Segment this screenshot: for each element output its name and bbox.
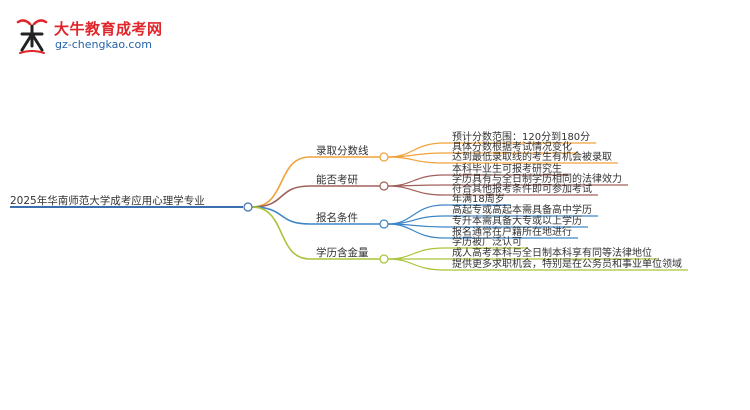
branch-label: 学历含金量 bbox=[316, 246, 369, 259]
brand-url[interactable]: gz-chengkao.com bbox=[55, 38, 152, 51]
leaf-connector bbox=[387, 258, 445, 271]
leaf-connector bbox=[387, 156, 445, 164]
leaf-label: 预计分数范围：120分到180分 bbox=[452, 130, 590, 143]
branch-connector bbox=[251, 206, 311, 260]
leaf-label: 成人高考本科与全日制本科享有同等法律地位 bbox=[452, 246, 652, 259]
mind-map-edges bbox=[10, 142, 688, 271]
leaf-label: 达到最低录取线的考生有机会被录取 bbox=[452, 150, 612, 163]
root-collapse-toggle[interactable] bbox=[243, 202, 253, 212]
branch-connector bbox=[251, 206, 311, 225]
leaf-connector bbox=[387, 152, 445, 158]
leaf-label: 高起专或高起本需具备高中学历 bbox=[452, 203, 592, 216]
leaf-label: 年满18周岁 bbox=[452, 192, 505, 205]
site-logo[interactable]: 大牛教育成考网 gz-chengkao.com bbox=[14, 16, 214, 56]
branch-label: 能否考研 bbox=[316, 173, 358, 186]
leaf-label: 提供更多求职机会，特别是在公务员和事业单位领域 bbox=[452, 257, 682, 270]
branch-label: 报名条件 bbox=[316, 211, 358, 224]
branch-collapse-toggle[interactable] bbox=[379, 254, 389, 264]
branch-collapse-toggle[interactable] bbox=[379, 181, 389, 191]
branch-connector bbox=[251, 185, 311, 208]
branch-label: 录取分数线 bbox=[316, 144, 369, 157]
leaf-connector bbox=[387, 223, 445, 239]
brand-name: 大牛教育成考网 bbox=[54, 20, 163, 38]
leaf-label: 符合其他报考条件即可参加考试 bbox=[452, 182, 592, 195]
leaf-connector bbox=[387, 185, 445, 196]
leaf-label: 学历具有与全日制学历相同的法律效力 bbox=[452, 172, 622, 185]
root-node-label: 2025年华南师范大学成考应用心理学专业 bbox=[10, 194, 205, 207]
mind-map-nodes: 2025年华南师范大学成考应用心理学专业 录取分数线 预计分数范围：120分到180… bbox=[10, 130, 682, 270]
leaf-label: 本科毕业生可报考研究生 bbox=[452, 162, 562, 175]
leaf-label: 具体分数根据考试情况变化 bbox=[452, 140, 572, 153]
leaf-connector bbox=[387, 204, 445, 225]
leaf-label: 学历被广泛认可 bbox=[452, 235, 522, 248]
leaf-connector bbox=[387, 247, 445, 260]
leaf-label: 报名通常在户籍所在地进行 bbox=[452, 225, 572, 238]
branch-connector bbox=[251, 156, 311, 208]
leaf-connector bbox=[387, 174, 445, 187]
bull-logo-icon bbox=[16, 19, 48, 54]
branch-collapse-toggle[interactable] bbox=[379, 219, 389, 229]
leaf-label: 专升本需具备大专或以上学历 bbox=[452, 214, 582, 227]
branch-collapse-toggle[interactable] bbox=[379, 152, 389, 162]
